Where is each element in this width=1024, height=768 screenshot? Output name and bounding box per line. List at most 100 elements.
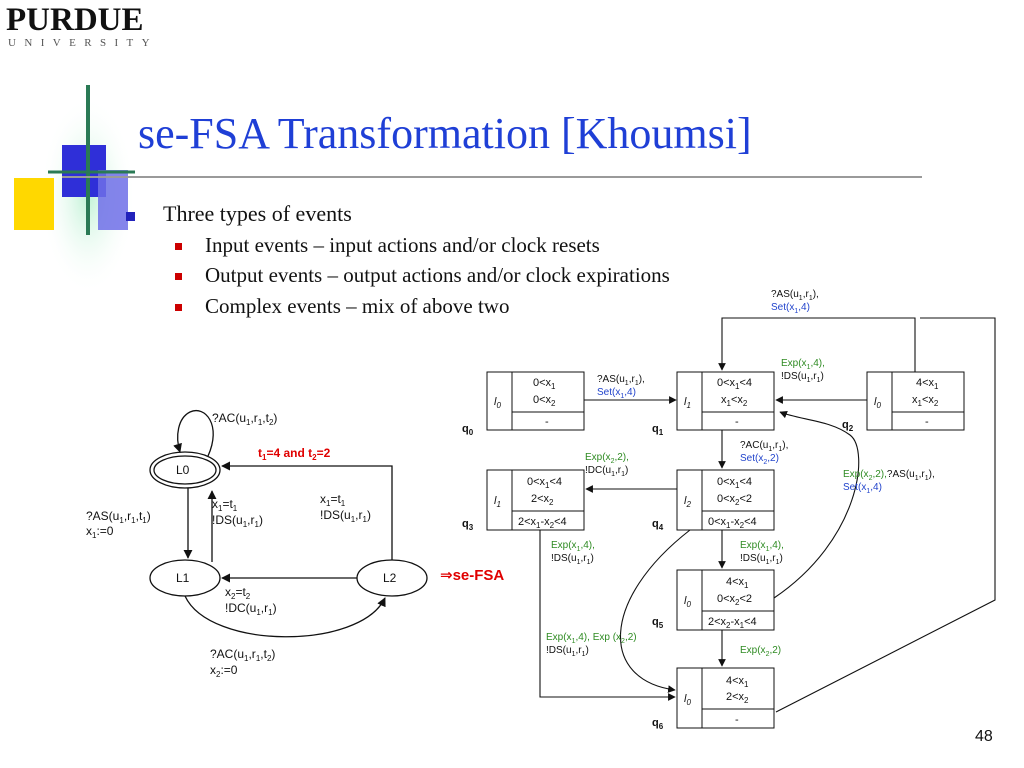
svg-text:q5: q5 xyxy=(652,616,664,630)
svg-text:?AS(u1,r1),: ?AS(u1,r1), xyxy=(771,289,819,302)
timed-automaton xyxy=(149,409,428,638)
location-L0-label: L0 xyxy=(176,463,190,477)
location-L1-label: L1 xyxy=(176,571,190,585)
svg-text:!DC(u1,r1): !DC(u1,r1) xyxy=(225,601,277,617)
svg-text:0<x1<4: 0<x1<4 xyxy=(717,377,752,391)
svg-text:0<x2<2: 0<x2<2 xyxy=(717,493,752,507)
edge-q6-back xyxy=(775,317,996,713)
state-q3 xyxy=(486,469,585,531)
edge-q5-q1 xyxy=(773,410,860,599)
state-q6 xyxy=(676,667,775,729)
svg-text:!DC(u1,r1): !DC(u1,r1) xyxy=(585,465,628,478)
bullet-main: Three types of events xyxy=(163,201,352,226)
svg-text:0<x1: 0<x1 xyxy=(533,377,556,391)
svg-text:2<x2: 2<x2 xyxy=(531,493,554,507)
constraint-label: t1=4 and t2=2 xyxy=(258,446,331,462)
svg-text:0<x1<4: 0<x1<4 xyxy=(717,476,752,490)
svg-text:?AS(u1,r1),: ?AS(u1,r1), xyxy=(597,374,645,387)
svg-text:2<x1-x2<4: 2<x1-x2<4 xyxy=(518,516,567,530)
se-fsa-arrow-label: ⇒se-FSA xyxy=(440,567,504,584)
arrow-L2-L0 xyxy=(221,461,393,560)
svg-text:4<x1: 4<x1 xyxy=(726,675,749,689)
edge-q4-q6 xyxy=(619,529,691,693)
svg-text:Exp(x2,2),?AS(u1,r1),: Exp(x2,2),?AS(u1,r1), xyxy=(843,469,935,482)
svg-text:q0: q0 xyxy=(462,423,474,437)
svg-text:Set(x1,4): Set(x1,4) xyxy=(843,482,882,495)
svg-text:2<x2-x1<4: 2<x2-x1<4 xyxy=(708,616,757,630)
sub-bullet-marker xyxy=(175,243,182,250)
svg-text:x1:=0: x1:=0 xyxy=(86,524,114,540)
sub-bullet-complex-events: Complex events – mix of above two xyxy=(205,294,510,318)
logo-subtitle: UNIVERSITY xyxy=(8,37,158,49)
svg-text:?AC(u1,r1,t2): ?AC(u1,r1,t2) xyxy=(212,411,277,427)
logo-name: PURDUE xyxy=(6,2,144,38)
page-number: 48 xyxy=(975,728,993,745)
svg-text:Set(x1,4): Set(x1,4) xyxy=(771,302,810,315)
svg-text:Set(x1,4): Set(x1,4) xyxy=(597,387,636,400)
svg-text:?AC(u1,r1,t2): ?AC(u1,r1,t2) xyxy=(210,647,275,663)
state-q4 xyxy=(676,469,775,531)
svg-text:q6: q6 xyxy=(652,717,664,731)
arrow-L1-L2 xyxy=(184,595,386,638)
svg-text:Exp(x1,4),: Exp(x1,4), xyxy=(781,358,825,371)
sub-bullet-input-events: Input events – input actions and/or cloc… xyxy=(205,233,600,257)
svg-text:!DS(u1,r1): !DS(u1,r1) xyxy=(740,553,783,566)
location-L2-label: L2 xyxy=(383,571,397,585)
svg-text:l1: l1 xyxy=(684,396,691,410)
location-L0 xyxy=(149,451,221,489)
svg-text:0<x2<2: 0<x2<2 xyxy=(717,593,752,607)
location-L0-inner xyxy=(153,455,217,485)
svg-text:l1: l1 xyxy=(494,495,501,509)
svg-text:q4: q4 xyxy=(652,518,664,532)
edge-q2-q1-top xyxy=(718,317,916,372)
svg-text:x2:=0: x2:=0 xyxy=(210,663,238,679)
svg-text:-: - xyxy=(925,416,929,428)
sub-bullet-marker xyxy=(175,304,182,311)
svg-text:l0: l0 xyxy=(684,693,691,707)
state-q5 xyxy=(676,569,775,631)
sub-bullet-output-events: Output events – output actions and/or cl… xyxy=(205,263,670,287)
svg-text:Exp(x2,2),: Exp(x2,2), xyxy=(585,452,629,465)
svg-text:l2: l2 xyxy=(684,495,691,509)
svg-text:x1=t1: x1=t1 xyxy=(320,492,346,508)
svg-text:x1=t1: x1=t1 xyxy=(212,497,238,513)
svg-text:Exp(x1,4),: Exp(x1,4), xyxy=(740,540,784,553)
svg-text:4<x1: 4<x1 xyxy=(916,377,939,391)
svg-text:x2=t2: x2=t2 xyxy=(225,585,251,601)
bullet-marker xyxy=(126,212,135,221)
svg-text:0<x1<4: 0<x1<4 xyxy=(527,476,562,490)
svg-text:-: - xyxy=(545,416,549,428)
svg-text:0<x2: 0<x2 xyxy=(533,394,556,408)
svg-text:Exp(x2,2): Exp(x2,2) xyxy=(740,645,781,658)
svg-text:q2: q2 xyxy=(842,419,854,433)
slide-title: se-FSA Transformation [Khoumsi] xyxy=(138,109,752,158)
svg-text:q1: q1 xyxy=(652,423,664,437)
edge-q3-q6 xyxy=(539,530,676,701)
state-q0 xyxy=(486,371,585,431)
svg-text:!DS(u1,r1): !DS(u1,r1) xyxy=(212,513,263,529)
svg-text:Exp(x1,4), Exp (x2,2): Exp(x1,4), Exp (x2,2) xyxy=(546,632,637,645)
svg-text:Exp(x1,4),: Exp(x1,4), xyxy=(551,540,595,553)
svg-text:!DS(u1,r1): !DS(u1,r1) xyxy=(546,645,589,658)
svg-text:4<x1: 4<x1 xyxy=(726,576,749,590)
state-q2 xyxy=(866,371,965,431)
title-divider xyxy=(62,176,922,178)
svg-text:!DS(u1,r1): !DS(u1,r1) xyxy=(320,508,371,524)
svg-text:Set(x2,2): Set(x2,2) xyxy=(740,453,779,466)
sub-bullet-marker xyxy=(175,273,182,280)
svg-text:l0: l0 xyxy=(874,396,881,410)
svg-text:l0: l0 xyxy=(684,595,691,609)
svg-text:-: - xyxy=(735,714,739,726)
svg-text:?AS(u1,r1,t1): ?AS(u1,r1,t1) xyxy=(86,509,151,525)
self-loop-arrow xyxy=(173,409,214,457)
svg-text:2<x2: 2<x2 xyxy=(726,691,749,705)
svg-text:!DS(u1,r1): !DS(u1,r1) xyxy=(551,553,594,566)
svg-text:0<x1-x2<4: 0<x1-x2<4 xyxy=(708,516,757,530)
svg-text:q3: q3 xyxy=(462,518,474,532)
svg-text:?AC(u1,r1),: ?AC(u1,r1), xyxy=(740,440,788,453)
svg-text:-: - xyxy=(735,416,739,428)
svg-text:!DS(u1,r1): !DS(u1,r1) xyxy=(781,371,824,384)
svg-text:l0: l0 xyxy=(494,396,501,410)
